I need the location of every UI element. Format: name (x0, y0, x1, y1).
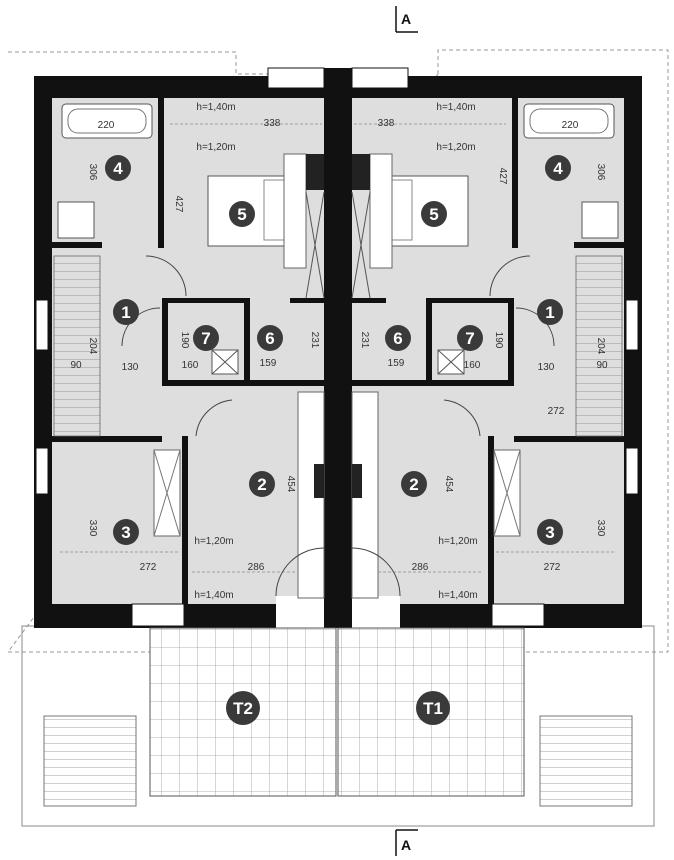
dimension-label: 190 (179, 332, 190, 349)
room-badge-2 (401, 471, 427, 497)
dimension-label: 272 (548, 406, 565, 417)
section-mark-top (395, 6, 418, 33)
dimension-lines (60, 123, 616, 573)
dimension-label: 454 (285, 476, 296, 493)
shower-right (581, 201, 619, 239)
terrace-label: T2 (233, 699, 253, 718)
room-badge-5 (229, 201, 255, 227)
dimension-label: 160 (464, 360, 481, 371)
dimension-label: 90 (70, 360, 82, 371)
room-number-label: 1 (545, 303, 554, 322)
room-number-label: 3 (121, 523, 130, 542)
dimension-label: 286 (412, 562, 429, 573)
room-badge-6 (257, 325, 283, 351)
shower-left (57, 201, 95, 239)
wardrobe-left (283, 153, 307, 269)
room-badge-3 (537, 519, 563, 545)
dimension-label: h=1,40m (194, 590, 233, 601)
staircase-right (575, 255, 623, 437)
dimension-label: 130 (538, 362, 555, 373)
dimension-label: 338 (378, 118, 395, 129)
terrace-label: T1 (423, 699, 443, 718)
wardrobe-right (369, 153, 393, 269)
dimension-label: 130 (122, 362, 139, 373)
staircase-left (53, 255, 101, 437)
terrace-badge-T2 (226, 691, 260, 725)
bathtub-left (61, 103, 153, 139)
dimension-label: 427 (497, 168, 508, 185)
dimension-label: 159 (260, 358, 277, 369)
dimension-label: h=1,20m (196, 142, 235, 153)
room-badge-7 (193, 325, 219, 351)
dimension-label: 306 (87, 164, 98, 181)
terrace-steps-left (43, 715, 137, 807)
dimension-label: h=1,20m (438, 536, 477, 547)
dimension-label: 220 (98, 120, 115, 131)
room-number-label: 5 (429, 205, 438, 224)
dimension-label: 454 (443, 476, 454, 493)
dimension-label: 286 (248, 562, 265, 573)
room-number-label: 6 (265, 329, 274, 348)
room-number-label: 6 (393, 329, 402, 348)
dimension-label: 272 (140, 562, 157, 573)
dimension-label: 204 (595, 338, 606, 355)
dimension-label: 159 (388, 358, 405, 369)
dimension-label: 190 (493, 332, 504, 349)
bathtub-right (523, 103, 615, 139)
dimension-label: 90 (596, 360, 608, 371)
stove-left (314, 464, 324, 498)
room-number-label: 4 (113, 159, 123, 178)
dimension-label: 231 (309, 332, 320, 349)
room-number-label: 2 (409, 475, 418, 494)
dimension-label: h=1,20m (194, 536, 233, 547)
room-number-label: 4 (553, 159, 563, 178)
room-badge-1 (113, 299, 139, 325)
dimension-label: 330 (595, 520, 606, 537)
room-number-label: 2 (257, 475, 266, 494)
room-number-label: 5 (237, 205, 246, 224)
dimension-label: h=1,20m (436, 142, 475, 153)
room-badge-7 (457, 325, 483, 351)
dimension-label: h=1,40m (438, 590, 477, 601)
room-badge-2 (249, 471, 275, 497)
stove-right (352, 464, 362, 498)
room-badge-4 (105, 155, 131, 181)
room-badge-4 (545, 155, 571, 181)
dimension-label: 427 (173, 196, 184, 213)
section-mark-label: A (401, 837, 411, 853)
room-number-label: 7 (201, 329, 210, 348)
dimension-label: 306 (595, 164, 606, 181)
room-badge-6 (385, 325, 411, 351)
dimension-label: 338 (264, 118, 281, 129)
section-mark-label: A (401, 11, 411, 27)
section-mark-bottom (395, 829, 418, 856)
dimension-label: 204 (87, 338, 98, 355)
room-number-label: 7 (465, 329, 474, 348)
dimension-label: 231 (359, 332, 370, 349)
terrace-steps-right (539, 715, 633, 807)
interior-walls (52, 98, 624, 604)
roof-outline (7, 49, 669, 653)
room-badge-5 (421, 201, 447, 227)
room-badge-3 (113, 519, 139, 545)
dimension-label: 272 (544, 562, 561, 573)
chimney-left (306, 154, 324, 190)
chimney-right (352, 154, 370, 190)
room-badge-1 (537, 299, 563, 325)
dimension-label: 160 (182, 360, 199, 371)
room-number-label: 1 (121, 303, 130, 322)
room-number-label: 3 (545, 523, 554, 542)
dimension-label: 220 (562, 120, 579, 131)
dimension-label: h=1,40m (196, 102, 235, 113)
dimension-label: 330 (87, 520, 98, 537)
terrace-badge-T1 (416, 691, 450, 725)
dimension-label: h=1,40m (436, 102, 475, 113)
